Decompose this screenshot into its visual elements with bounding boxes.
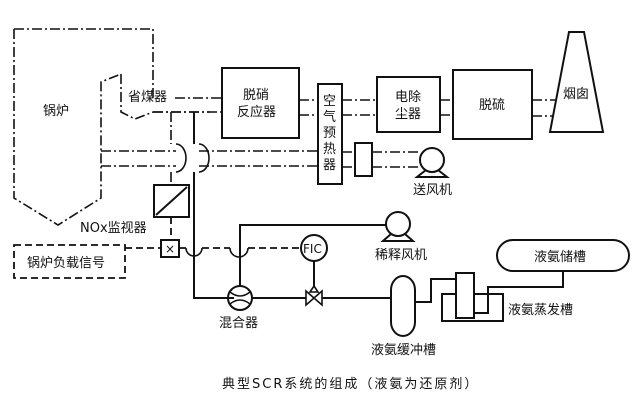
mixer-label: 混合器 <box>219 316 258 331</box>
fd-fan-circle <box>419 147 445 173</box>
ammonia-storage-tank-label: 液氨储槽 <box>534 250 586 265</box>
ammonia-buffer-tank-label: 液氨缓冲槽 <box>371 343 436 358</box>
line-crossover <box>175 143 210 173</box>
dilution-fan-circle <box>385 211 411 237</box>
air-line <box>342 151 420 168</box>
nox-monitor-slash <box>155 186 188 216</box>
scr-reactor-box <box>221 67 300 139</box>
ammonia-evaporator-label: 液氨蒸发槽 <box>508 302 573 318</box>
air-damper <box>354 142 373 177</box>
boiler-load-signal-label: 锅炉负载信号 <box>27 255 105 271</box>
scr-reactor-label-1: 脱硝 <box>243 88 269 103</box>
nox-monitor-label: NOx监视器 <box>80 221 147 236</box>
ammonia-storage-tank <box>496 239 630 272</box>
flue-gas-line <box>342 99 377 116</box>
figure-caption: 典型SCR系统的组成（液氨为还原剂） <box>222 376 479 392</box>
boiler-outline <box>13 28 210 226</box>
esp-label-2: 尘器 <box>395 107 421 122</box>
esp-box <box>376 76 441 133</box>
chimney-shape <box>548 31 605 133</box>
chimney-label: 烟囱 <box>563 87 589 102</box>
dilution-fan-base <box>380 233 416 242</box>
mixer-arc <box>229 291 251 305</box>
esp-label-1: 电除 <box>395 90 421 105</box>
ammonia-line <box>474 272 564 314</box>
boiler-label: 锅炉 <box>43 103 69 119</box>
boiler-load-signal-box <box>13 244 126 279</box>
ammonia-buffer-tank <box>390 275 416 337</box>
economizer-label: 省煤器 <box>128 90 167 105</box>
air-preheater-label-1: 气 <box>323 109 336 125</box>
dilution-fan-label: 稀释风机 <box>375 248 427 263</box>
line-crossover <box>185 247 249 258</box>
air-preheater-label-0: 空 <box>323 94 336 109</box>
fic-label: FIC <box>303 242 322 256</box>
multiplier-x: × <box>165 242 175 256</box>
scr-reactor-label-2: 反应器 <box>237 104 276 120</box>
air-preheater-label-4: 器 <box>323 158 336 173</box>
flue-gas-line <box>299 99 318 116</box>
flue-gas-line <box>153 97 222 113</box>
fgd-label: 脱硫 <box>479 98 505 113</box>
fd-fan-label: 送风机 <box>413 183 452 198</box>
air-preheater-label-3: 热 <box>323 142 336 157</box>
flue-gas-line <box>532 99 555 117</box>
ammonia-evaporator-inner <box>455 272 475 319</box>
dilution-air-line <box>239 224 387 287</box>
flue-gas-line <box>440 99 453 116</box>
ammonia-line <box>415 278 457 303</box>
fd-fan-base <box>414 169 450 178</box>
control-valve <box>305 284 323 307</box>
air-preheater-label-2: 预 <box>323 126 336 141</box>
air-line <box>101 150 318 167</box>
fgd-box <box>452 69 533 140</box>
ammonia-injection-line <box>193 112 234 299</box>
air-preheater-box <box>317 83 343 185</box>
